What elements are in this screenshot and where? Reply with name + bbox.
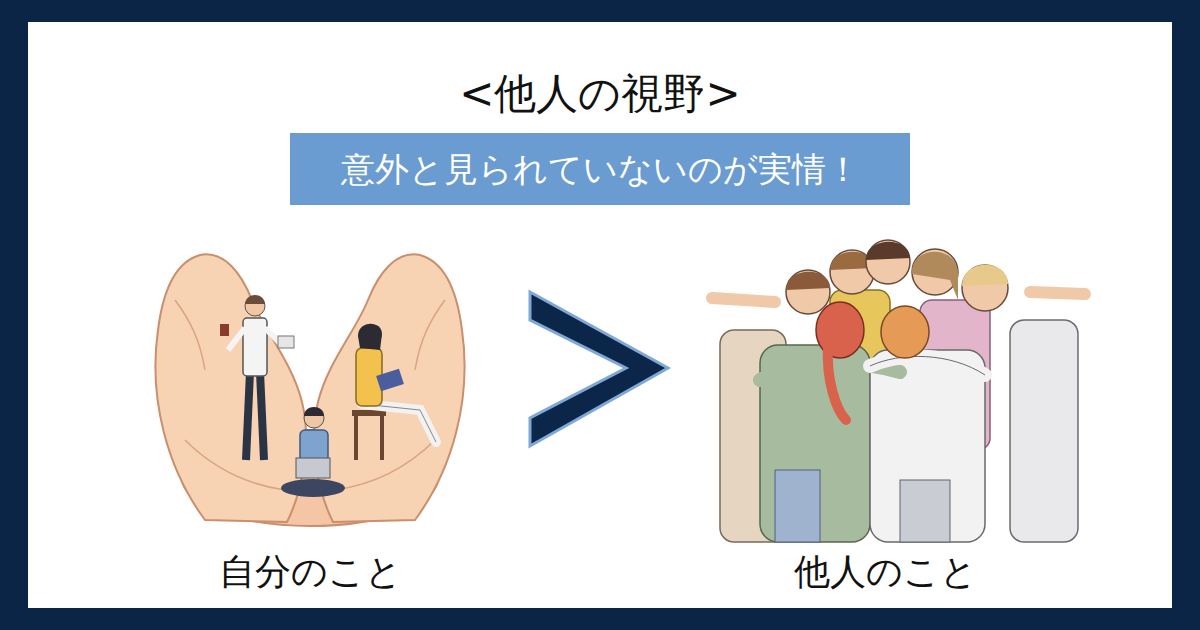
sitting-woman-part: [380, 416, 384, 460]
cupped-hands-part: [415, 300, 445, 370]
laptop-man: [281, 407, 345, 497]
standing-man-part: [228, 328, 245, 350]
standing-man: [220, 295, 294, 460]
sitting-woman-part: [376, 369, 404, 392]
sitting-woman: [352, 324, 436, 460]
standing-man-part: [278, 336, 294, 348]
laptop-man-part: [281, 479, 345, 497]
cupped-hands: [155, 254, 464, 526]
sitting-woman-part: [354, 416, 358, 460]
greater-than-symbol: [530, 292, 668, 446]
standing-man-part: [220, 324, 229, 336]
sitting-woman-part: [358, 324, 382, 350]
hugging-group-part: [786, 270, 830, 314]
cupped-hands-part: [335, 440, 435, 490]
caption-label: 自分のこと: [219, 548, 402, 596]
hugging-group-part: [870, 350, 985, 542]
hugging-group-part: [962, 265, 1008, 286]
laptop-man-part: [304, 408, 324, 428]
standing-man-part: [260, 372, 264, 460]
cupped-hands-part: [185, 440, 285, 490]
hugging-group-part: [1030, 292, 1085, 294]
hugging-group-part: [900, 480, 950, 542]
standing-man-part: [246, 372, 250, 460]
hugging-group-part: [828, 345, 846, 420]
hugging-group-part: [775, 470, 820, 542]
hugging-group-part: [866, 240, 910, 284]
hugging-group-part: [870, 356, 985, 375]
standing-man-part: [243, 318, 267, 376]
standing-man-part: [245, 295, 265, 304]
subtitle-band: 意外と見られていないのが実情！: [290, 133, 910, 205]
sitting-woman-part: [362, 404, 436, 442]
hugging-group-part: [866, 242, 910, 260]
hugging-group-part: [962, 265, 1008, 311]
cupped-hands-part: [314, 254, 465, 522]
hugging-group-part: [786, 272, 830, 290]
hugging-group-part: [912, 252, 958, 300]
laptop-man-part: [296, 458, 330, 478]
caption-label: 他人のこと: [794, 548, 977, 596]
laptop-man-part: [304, 407, 324, 416]
hugging-group-part: [870, 356, 985, 375]
cupped-hands-part: [155, 254, 306, 522]
sitting-woman-part: [362, 404, 436, 442]
standing-man-part: [245, 296, 265, 316]
hugging-group-part: [712, 298, 775, 302]
hugging-group-part: [881, 306, 929, 358]
cupped-hands-part: [175, 300, 205, 370]
hugging-group: [712, 240, 1085, 542]
page-title: <他人の視野>: [0, 66, 1200, 122]
hugging-group-part: [1010, 320, 1078, 542]
band-text: 意外と見られていないのが実情！: [341, 149, 860, 190]
